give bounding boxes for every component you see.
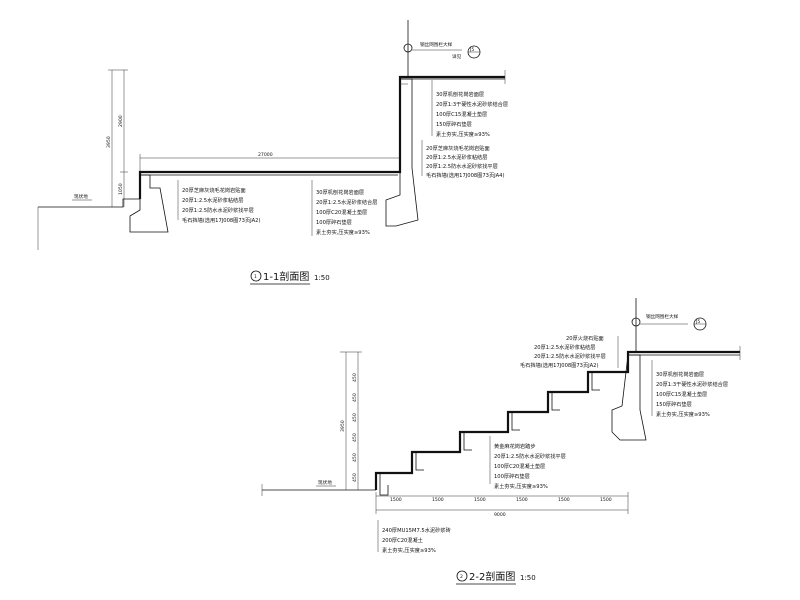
section-title-2: 2-2剖面图	[469, 570, 515, 583]
retaining-wall-right-1	[385, 78, 419, 227]
dim-tread-3: 1500	[516, 497, 528, 503]
note-upper-1: 20厚1:3干硬性水泥砂浆结合层	[436, 100, 508, 108]
dim-rise-4: 450	[352, 393, 358, 402]
dim-total-1: 3950	[106, 136, 112, 148]
dim-rise-5: 450	[352, 373, 358, 382]
note-top2-2: 100厚C15混凝土垫层	[656, 390, 707, 398]
dim-span-1: 27000	[258, 152, 273, 158]
step-block	[379, 473, 389, 496]
section-title-1: 1-1剖面图	[263, 270, 309, 283]
dim-run-2: 9000	[494, 512, 506, 518]
note-steps2-4: 素土夯实,压实度≥93%	[494, 482, 548, 490]
dim-tread-2: 1500	[474, 497, 486, 503]
notes-upper-1: 30厚机刨花岗岩面层 20厚1:3干硬性水泥砂浆结合层 100厚C15混凝土垫层…	[436, 90, 508, 138]
dim-rise-1: 450	[352, 453, 358, 462]
notes-mid-1: 30厚机刨花岗岩面层 20厚1:2.5水泥砂浆结合层 100厚C20混凝土垫层 …	[316, 188, 377, 236]
note-top2-0: 30厚机刨花岗岩面层	[656, 370, 704, 378]
stair-profile-2	[374, 350, 740, 490]
dim-rises-2: 450 450 450 450 450 450	[352, 373, 358, 482]
section-index-1: 1	[254, 274, 257, 280]
dim-tread-0: 1500	[390, 497, 402, 503]
rail-label-2: 钢丝网围栏大样	[646, 313, 679, 320]
retaining-wall-right-2	[611, 354, 647, 441]
note-wall-1: 20厚1:2.5水泥砂浆粘结层	[426, 153, 487, 161]
railing-circle-2	[631, 317, 641, 327]
note-mid-4: 素土夯实,压实度≥93%	[316, 228, 370, 236]
note-steps2-3: 100厚碎石垫层	[494, 472, 530, 480]
section-index-circle-2	[456, 570, 468, 582]
note-base2-1: 200厚C20混凝土	[382, 536, 423, 544]
notes-top-2: 30厚机刨花岗岩面层 20厚1:3干硬性水泥砂浆结合层 100厚C15混凝土垫层…	[656, 370, 728, 418]
note-mid-1: 20厚1:2.5水泥砂浆结合层	[316, 198, 377, 206]
dim-rise-3: 450	[352, 413, 358, 422]
step-block	[551, 392, 560, 411]
note-wall2-3: 毛石挡墙(选用17J008图73页JA2)	[520, 361, 598, 369]
section-scale-1: 1:50	[314, 274, 330, 282]
step-block	[511, 412, 520, 431]
detail-ref-2: J5	[695, 319, 700, 325]
note-wall-3: 毛石挡墙(选用17J008图73页JA4)	[426, 171, 504, 179]
dim-upper-1: 2900	[118, 115, 124, 127]
note-upper-2: 100厚C15混凝土垫层	[436, 110, 487, 118]
notes-base-2: 240厚MU15M7.5水泥砂浆砖 200厚C20混凝土 素土夯实,压实度≥93…	[382, 526, 451, 554]
note-top2-3: 150厚碎石垫层	[656, 400, 692, 408]
note-wall2-2: 20厚1:2.5防水水泥砂浆找平层	[534, 352, 606, 360]
note-left-2: 20厚1:2.5防水水泥砂浆找平层	[182, 206, 254, 214]
section-scale-2: 1:50	[520, 574, 536, 582]
rail-sub-1: 详见	[452, 53, 462, 60]
ground-label-2: 现状地	[318, 479, 332, 486]
step-block	[463, 432, 472, 451]
dim-total-2: 3950	[340, 420, 346, 432]
dim-rise-0: 450	[352, 473, 358, 482]
dim-rise-2: 450	[352, 433, 358, 442]
dim-tread-1: 1500	[432, 497, 444, 503]
note-steps2-2: 100厚C20混凝土垫层	[494, 462, 545, 470]
notes-steps-2: 黄金麻花岗岩踏步 20厚1:2.5防水水泥砂浆找平层 100厚C20混凝土垫层 …	[494, 442, 566, 490]
step-block	[415, 452, 424, 471]
note-top2-4: 素土夯实,压实度≥93%	[656, 410, 710, 418]
ground-label-1: 现状地	[74, 193, 88, 200]
dim-tread-4: 1500	[558, 497, 570, 503]
dim-lower-1: 1050	[118, 183, 124, 195]
note-wall-0: 20厚芝麻灰烧毛花岗岩贴面	[426, 144, 490, 152]
note-mid-3: 100厚碎石垫层	[316, 218, 352, 226]
note-left-0: 20厚芝麻灰烧毛花岗岩贴面	[182, 186, 246, 194]
note-steps2-0: 黄金麻花岗岩踏步	[494, 442, 536, 450]
section-index-2: 2	[460, 574, 463, 580]
note-upper-4: 素土夯实,压实度≥93%	[436, 130, 490, 138]
railing-circle-1	[403, 43, 413, 53]
retaining-wall-left-1	[129, 174, 169, 233]
note-upper-3: 150厚碎石垫层	[436, 120, 472, 128]
note-base2-2: 素土夯实,压实度≥93%	[382, 546, 436, 554]
note-left-1: 20厚1:2.5水泥砂浆粘结层	[182, 196, 243, 204]
step-block	[591, 372, 600, 391]
dim-tread-5: 1500	[600, 497, 612, 503]
note-wall2-0: 20厚火烧石贴面	[566, 334, 604, 342]
notes-left-1: 20厚芝麻灰烧毛花岗岩贴面 20厚1:2.5水泥砂浆粘结层 20厚1:2.5防水…	[182, 186, 260, 224]
note-top2-1: 20厚1:3干硬性水泥砂浆结合层	[656, 380, 728, 388]
note-steps2-1: 20厚1:2.5防水水泥砂浆找平层	[494, 452, 566, 460]
note-wall2-1: 20厚1:2.5水泥砂浆粘结层	[534, 343, 595, 351]
note-wall-2: 20厚1:2.5防水水泥砂浆找平层	[426, 162, 498, 170]
notes-wall-1: 20厚芝麻灰烧毛花岗岩贴面 20厚1:2.5水泥砂浆粘结层 20厚1:2.5防水…	[426, 144, 504, 179]
note-base2-0: 240厚MU15M7.5水泥砂浆砖	[382, 526, 451, 534]
dim-treads-2: 1500 1500 1500 1500 1500 1500	[390, 497, 612, 503]
note-upper-0: 30厚机刨花岗岩面层	[436, 90, 484, 98]
note-mid-2: 100厚C20混凝土垫层	[316, 208, 367, 216]
note-mid-0: 30厚机刨花岗岩面层	[316, 188, 364, 196]
existing-ground-line-1	[38, 198, 140, 208]
section-index-circle-1	[250, 270, 262, 282]
section-1-1: 现状地 3950 2900 1050 27000 J5 钢丝网围栏大样 详	[37, 20, 508, 285]
note-left-3: 毛石挡墙(选用17J008图73页JA2)	[182, 216, 260, 224]
notes-wall-2: 20厚火烧石贴面 20厚1:2.5水泥砂浆粘结层 20厚1:2.5防水水泥砂浆找…	[520, 334, 606, 369]
section-2-2: 现状地 3950 450 450 450 450 450 450	[261, 298, 741, 585]
detail-ref-1: J5	[469, 47, 474, 53]
rail-label-1: 钢丝网围栏大样	[420, 41, 453, 48]
